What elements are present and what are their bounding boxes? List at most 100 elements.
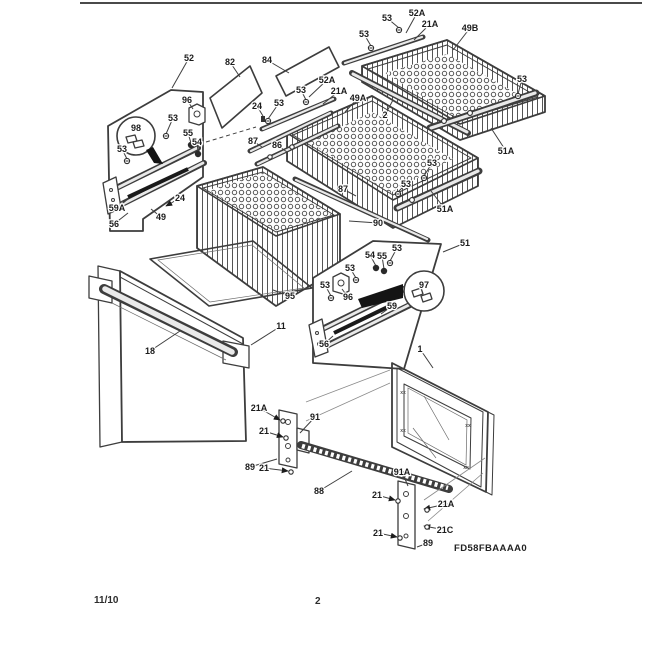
callout-leader-52A: [308, 79, 328, 98]
part-callout-21: 21: [259, 463, 269, 473]
callout-leader-84: [266, 59, 290, 74]
clip-glyph: [261, 116, 265, 122]
part-callout-51A: 51A: [437, 204, 454, 214]
callout-leader-21: [376, 494, 396, 502]
callout-leader-24: [165, 197, 181, 207]
part-callout-53: 53: [345, 263, 355, 273]
bolt-glyph: [283, 435, 289, 441]
rail-51a-lower: [393, 167, 483, 212]
part-callout-56: 56: [109, 219, 119, 229]
model-code: FD58FBAAAA0: [454, 543, 528, 554]
part-callout-21A: 21A: [438, 499, 455, 509]
callout-leader-59A: [116, 198, 129, 209]
detail-box-51: [308, 240, 445, 370]
callout-leader-49B: [452, 27, 471, 51]
part-callout-59A: 59A: [109, 203, 126, 213]
callout-leader-82: [229, 61, 241, 78]
callout-leader-53: [267, 102, 280, 120]
part-callout-53: 53: [401, 179, 411, 189]
callout-leader-96: [186, 99, 194, 110]
rail-52a-top: [341, 34, 426, 66]
nut-glyph: [194, 150, 202, 158]
callout-leader-87: [342, 188, 357, 197]
callout-leader-52A: [405, 12, 418, 34]
bolt-glyph: [397, 535, 403, 541]
callout-leader-49: [150, 208, 162, 218]
callout-leader-91: [299, 416, 316, 434]
part-callout-97: 97: [419, 280, 429, 290]
part-callout-21: 21: [372, 490, 382, 500]
part-callout-21A: 21A: [422, 19, 439, 29]
part-callout-91: 91: [310, 412, 320, 422]
part-callout-53: 53: [320, 280, 330, 290]
callout-leader-21A: [258, 407, 281, 421]
part-callout-1: 1: [417, 344, 422, 354]
callout-leader-89: [249, 458, 278, 468]
callout-leader-96: [341, 288, 349, 298]
footer-date-code: 11/10: [94, 595, 119, 606]
callout-leader-24: [256, 105, 264, 117]
part-callout-53: 53: [168, 113, 178, 123]
fastener-glyphs: [123, 26, 522, 541]
part-callout-21: 21: [373, 528, 383, 538]
callout-leader-87: [252, 140, 263, 148]
callout-leader-53: [324, 284, 332, 297]
callout-leader-53: [423, 162, 433, 177]
bolt-glyph: [424, 507, 430, 513]
part-callout-96: 96: [343, 292, 353, 302]
callout-leader-52: [171, 57, 190, 89]
callout-leader-95: [272, 289, 291, 297]
rail-52a-mid: [259, 96, 337, 132]
glass-shelf: [149, 240, 313, 307]
callout-leader-86: [276, 144, 288, 153]
door-corner-mark: xx: [463, 465, 469, 471]
part-callout-52A: 52A: [409, 8, 426, 18]
part-callout-53: 53: [274, 98, 284, 108]
callout-leader-21: [263, 467, 289, 474]
callout-leader-88: [318, 470, 353, 492]
callout-leader-53: [389, 247, 398, 262]
detail-box-52: [102, 89, 257, 232]
part-callout-49: 49: [156, 212, 166, 222]
part-callout-54: 54: [192, 137, 202, 147]
footer-page-number: 2: [315, 596, 321, 607]
rail-86-front: [254, 123, 341, 167]
nut-glyph: [380, 267, 388, 275]
part-callout-53: 53: [359, 29, 369, 39]
callout-leader-1: [419, 348, 434, 369]
rack-88: [297, 441, 453, 493]
part-callout-21: 21: [259, 426, 269, 436]
callout-leader-21A: [413, 23, 431, 41]
part-callout-49A: 49A: [350, 93, 367, 103]
part-callout-21A: 21A: [331, 86, 348, 96]
callout-leader-21: [377, 532, 398, 539]
part-callout-59: 59: [387, 301, 397, 311]
callout-leader-53: [349, 267, 357, 279]
part-callout-53: 53: [427, 158, 437, 168]
callout-leader-53: [363, 33, 372, 47]
part-callout-53: 53: [117, 144, 127, 154]
grille-panel-82: [209, 65, 263, 129]
bolt-glyph: [424, 524, 430, 530]
part-callout-49B: 49B: [462, 23, 479, 33]
part-callout-56: 56: [319, 339, 329, 349]
basket-49b: [361, 39, 546, 141]
callout-leaders: [113, 12, 523, 548]
callout-leader-53: [121, 148, 128, 160]
callout-leader-18: [149, 330, 181, 352]
callout-leader-51A: [490, 127, 507, 152]
drawer-front-assembly: [88, 265, 250, 448]
callout-leader-56: [323, 335, 334, 345]
part-callout-95: 95: [285, 291, 295, 301]
callout-leader-55: [381, 255, 385, 270]
detail-circle-97: [403, 270, 445, 312]
assembly-alignment-lines: [305, 369, 486, 522]
bolt-glyph: [395, 498, 401, 504]
callout-leader-53: [517, 78, 523, 95]
part-callout-53: 53: [517, 74, 527, 84]
callout-leader-51A: [430, 190, 446, 210]
callout-leader-55: [187, 132, 192, 144]
